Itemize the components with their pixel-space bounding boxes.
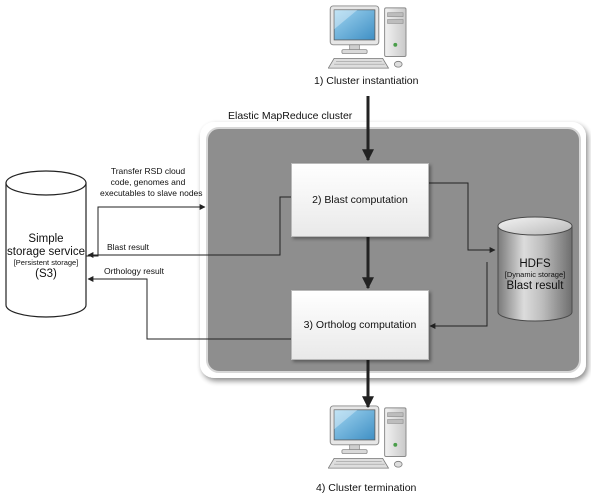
transfer-label-line: Transfer RSD cloud — [110, 166, 186, 176]
hdfs-cylinder — [497, 216, 573, 322]
s3-cylinder — [5, 170, 87, 318]
blast-result-arrow — [87, 196, 291, 258]
transfer-label-line: code, genomes and — [110, 177, 186, 187]
blast-to-hdfs-arrow — [428, 182, 496, 253]
desktop-computer-icon — [328, 405, 407, 469]
orthology-result-label: Orthology result — [104, 266, 164, 276]
hdfs-label: HDFS [Dynamic storage] Blast result — [498, 258, 572, 293]
orthology-result-arrow — [87, 276, 291, 340]
transfer-label-line: executables to slave nodes — [100, 188, 203, 198]
s3-label: Simple storage service [Persistent stora… — [6, 233, 86, 281]
hdfs-name: HDFS — [519, 258, 551, 270]
ortholog-computation-label: 3) Ortholog computation — [303, 319, 417, 331]
blast-computation-box: 2) Blast computation — [291, 163, 429, 237]
s3-short-name: (S3) — [35, 268, 57, 281]
s3-name-line1: Simple — [28, 233, 64, 245]
transfer-label: Transfer RSD cloud code, genomes and exe… — [100, 166, 203, 199]
cluster-label: Elastic MapReduce cluster — [228, 110, 353, 122]
hdfs-content: Blast result — [506, 279, 564, 292]
step-cluster-termination-label: 4) Cluster termination — [316, 482, 417, 494]
blast-computation-label: 2) Blast computation — [312, 194, 408, 206]
blast-result-label: Blast result — [107, 242, 150, 252]
s3-name-line2: storage service — [7, 246, 85, 259]
step-cluster-instantiation-label: 1) Cluster instantiation — [314, 75, 419, 87]
ortholog-computation-box: 3) Ortholog computation — [291, 290, 429, 360]
s3-storage-type: [Persistent storage] — [13, 258, 79, 268]
hdfs-storage-type: [Dynamic storage] — [504, 270, 566, 280]
hdfs-to-ortholog-arrow — [429, 262, 488, 329]
desktop-computer-icon — [328, 5, 407, 69]
